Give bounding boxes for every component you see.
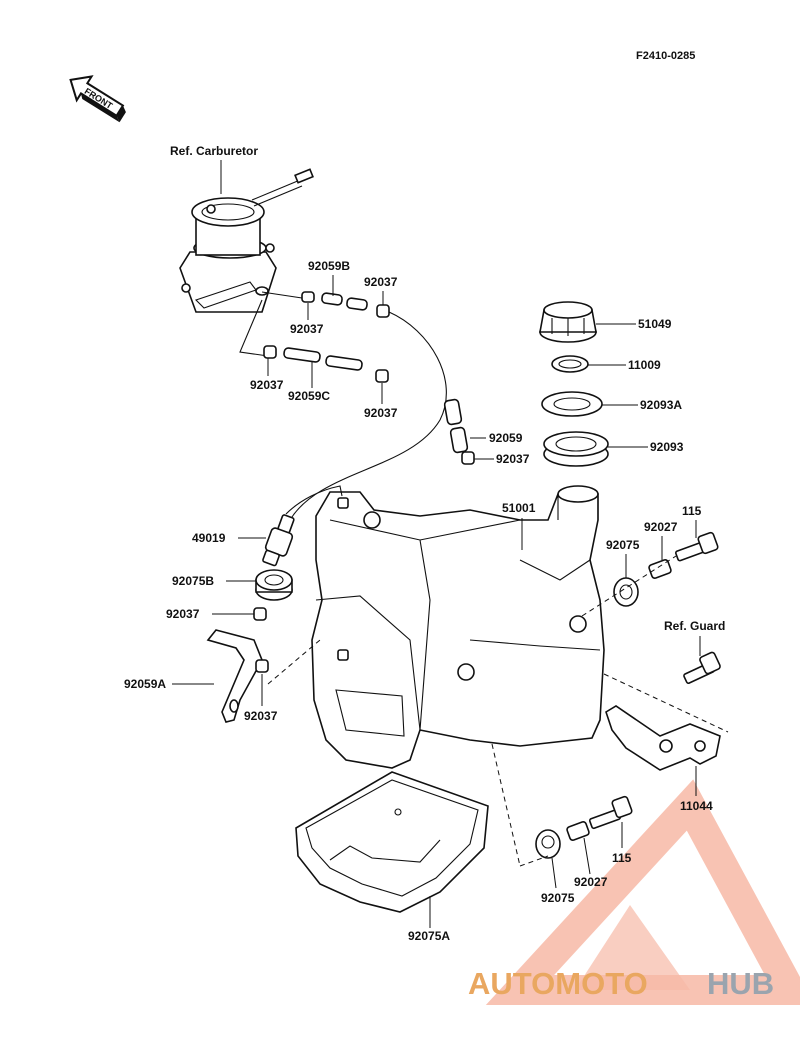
label-92037-g: 92037 (244, 709, 278, 723)
label-92027-lower: 92027 (574, 875, 608, 889)
label-49019: 49019 (192, 531, 226, 545)
hose-92059A-icon (206, 629, 269, 723)
label-92037-e: 92037 (496, 452, 530, 466)
front-arrow-icon: FRONT (69, 75, 126, 123)
grommet-92093-icon (543, 431, 609, 467)
label-92059C: 92059C (288, 389, 330, 403)
bolt-115-lower-icon (588, 795, 633, 830)
bracket-11044-icon (605, 705, 721, 771)
oil-tank-icon (311, 485, 605, 769)
label-92093A: 92093A (640, 398, 682, 412)
label-92075-upper: 92075 (606, 538, 640, 552)
tray-92075A-icon (295, 771, 489, 913)
ref-carburetor-label: Ref. Carburetor (170, 144, 258, 158)
label-92037-c: 92037 (250, 378, 284, 392)
hose-assembly-upper (239, 291, 447, 521)
watermark-text-2: HUB (707, 966, 774, 1001)
collar-92027-upper-icon (648, 559, 672, 579)
label-92027-upper: 92027 (644, 520, 678, 534)
label-51001: 51001 (502, 501, 536, 515)
label-115-upper: 115 (682, 504, 702, 518)
hose-92059-icon (443, 398, 475, 465)
fuel-cap-icon (539, 301, 597, 343)
label-92037-f: 92037 (166, 607, 200, 621)
watermark-logo: AUTOMOTO HUB (468, 779, 800, 1005)
label-92075A: 92075A (408, 929, 450, 943)
diagram-code: F2410-0285 (636, 50, 695, 62)
label-51049: 51049 (638, 317, 672, 331)
label-92037-a: 92037 (364, 275, 398, 289)
label-92075B: 92075B (172, 574, 214, 588)
grommet-92075-lower-icon (535, 829, 561, 859)
label-11009: 11009 (628, 358, 661, 372)
label-92037-b: 92037 (290, 322, 324, 336)
grommet-92075-upper-icon (613, 577, 639, 607)
label-92059B: 92059B (308, 259, 350, 273)
watermark-text-1: AUTOMOTO (468, 966, 648, 1001)
collar-92027-lower-icon (566, 821, 590, 841)
gasket-11009-icon (551, 355, 589, 373)
clip-92037-f-icon (253, 607, 267, 621)
check-valve-49019-icon (262, 514, 295, 567)
label-92059: 92059 (489, 431, 523, 445)
label-115-lower: 115 (612, 851, 632, 865)
label-92093: 92093 (650, 440, 684, 454)
bolt-guard-icon (683, 651, 721, 685)
label-92037-d: 92037 (364, 406, 398, 420)
label-92059A: 92059A (124, 677, 166, 691)
ref-guard-label: Ref. Guard (664, 619, 725, 633)
bolt-115-upper-icon (675, 531, 719, 562)
gasket-92093A-icon (541, 391, 603, 417)
label-92075-lower: 92075 (541, 891, 575, 905)
label-11044: 11044 (680, 799, 713, 813)
fuel-pump-icon (179, 168, 314, 313)
grommet-92075B-icon (255, 569, 293, 601)
